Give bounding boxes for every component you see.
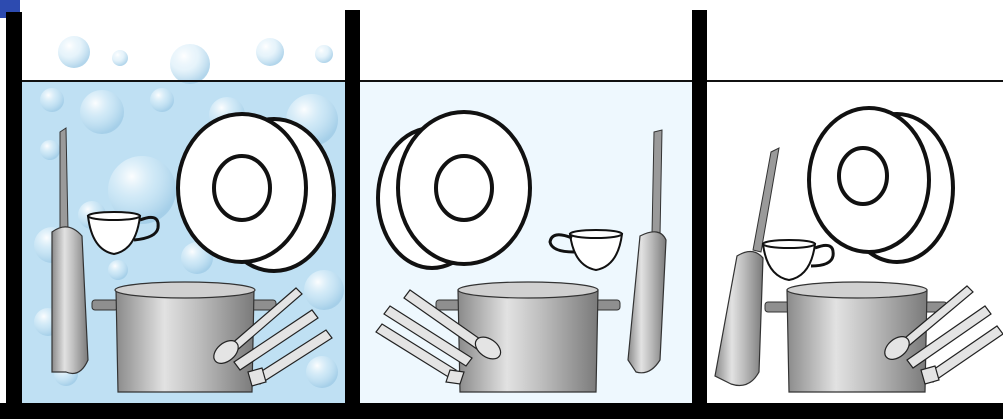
dinner-plates bbox=[178, 114, 334, 271]
frame-left-bar bbox=[6, 12, 22, 419]
panel-3-scene bbox=[707, 0, 1003, 403]
panel-1-scene bbox=[22, 0, 345, 403]
tea-cup bbox=[763, 240, 833, 280]
rack-line bbox=[707, 80, 1003, 82]
panel-drying bbox=[707, 0, 1003, 403]
frame-bottom-bar bbox=[0, 403, 1003, 419]
water-surface-line bbox=[360, 80, 692, 82]
panel-clear-water bbox=[360, 0, 692, 403]
panel-2-scene bbox=[360, 0, 692, 403]
frame-divider-2 bbox=[692, 10, 707, 419]
frame-divider-1 bbox=[345, 10, 360, 419]
panel-soapy-water bbox=[22, 0, 345, 403]
water-surface-line bbox=[22, 80, 345, 82]
dinner-plates bbox=[809, 108, 953, 262]
